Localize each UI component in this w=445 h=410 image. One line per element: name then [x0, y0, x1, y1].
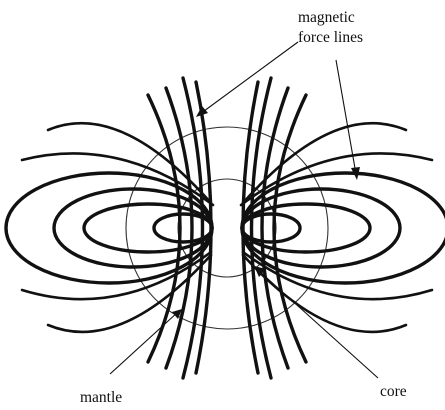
core-circle [177, 178, 277, 278]
core-pointer [257, 269, 379, 379]
mantle-label: mantle [80, 389, 122, 406]
left-vertical-4 [194, 80, 213, 375]
left-vertical-3 [181, 76, 205, 380]
field-lines-arrowhead-left [196, 106, 208, 117]
left-vertical-1 [146, 93, 182, 364]
mantle-pointer [109, 311, 179, 375]
right-vertical-1 [272, 93, 308, 364]
right-loop-2 [240, 187, 402, 269]
mantle-arrowhead [172, 309, 182, 319]
field-lines-arrowhead-right [351, 167, 360, 180]
mantle-circle [125, 126, 329, 330]
right-vertical-4 [241, 80, 260, 375]
field-lines-pointer-left [199, 41, 299, 115]
leader-arrows [109, 41, 379, 379]
left-vertical-field-lines [146, 76, 213, 380]
right-vertical-field-lines [241, 76, 308, 380]
left-vertical-2 [164, 86, 194, 370]
field-lines-label-line1: magnetic [298, 9, 355, 26]
core-label: core [380, 383, 407, 400]
right-vertical-3 [249, 76, 273, 380]
left-loop-2 [52, 187, 214, 269]
field-lines-label-line2: force lines [298, 29, 363, 46]
right-vertical-2 [260, 86, 290, 370]
core-arrowhead [254, 266, 266, 277]
field-lines-pointer-right [335, 59, 357, 175]
